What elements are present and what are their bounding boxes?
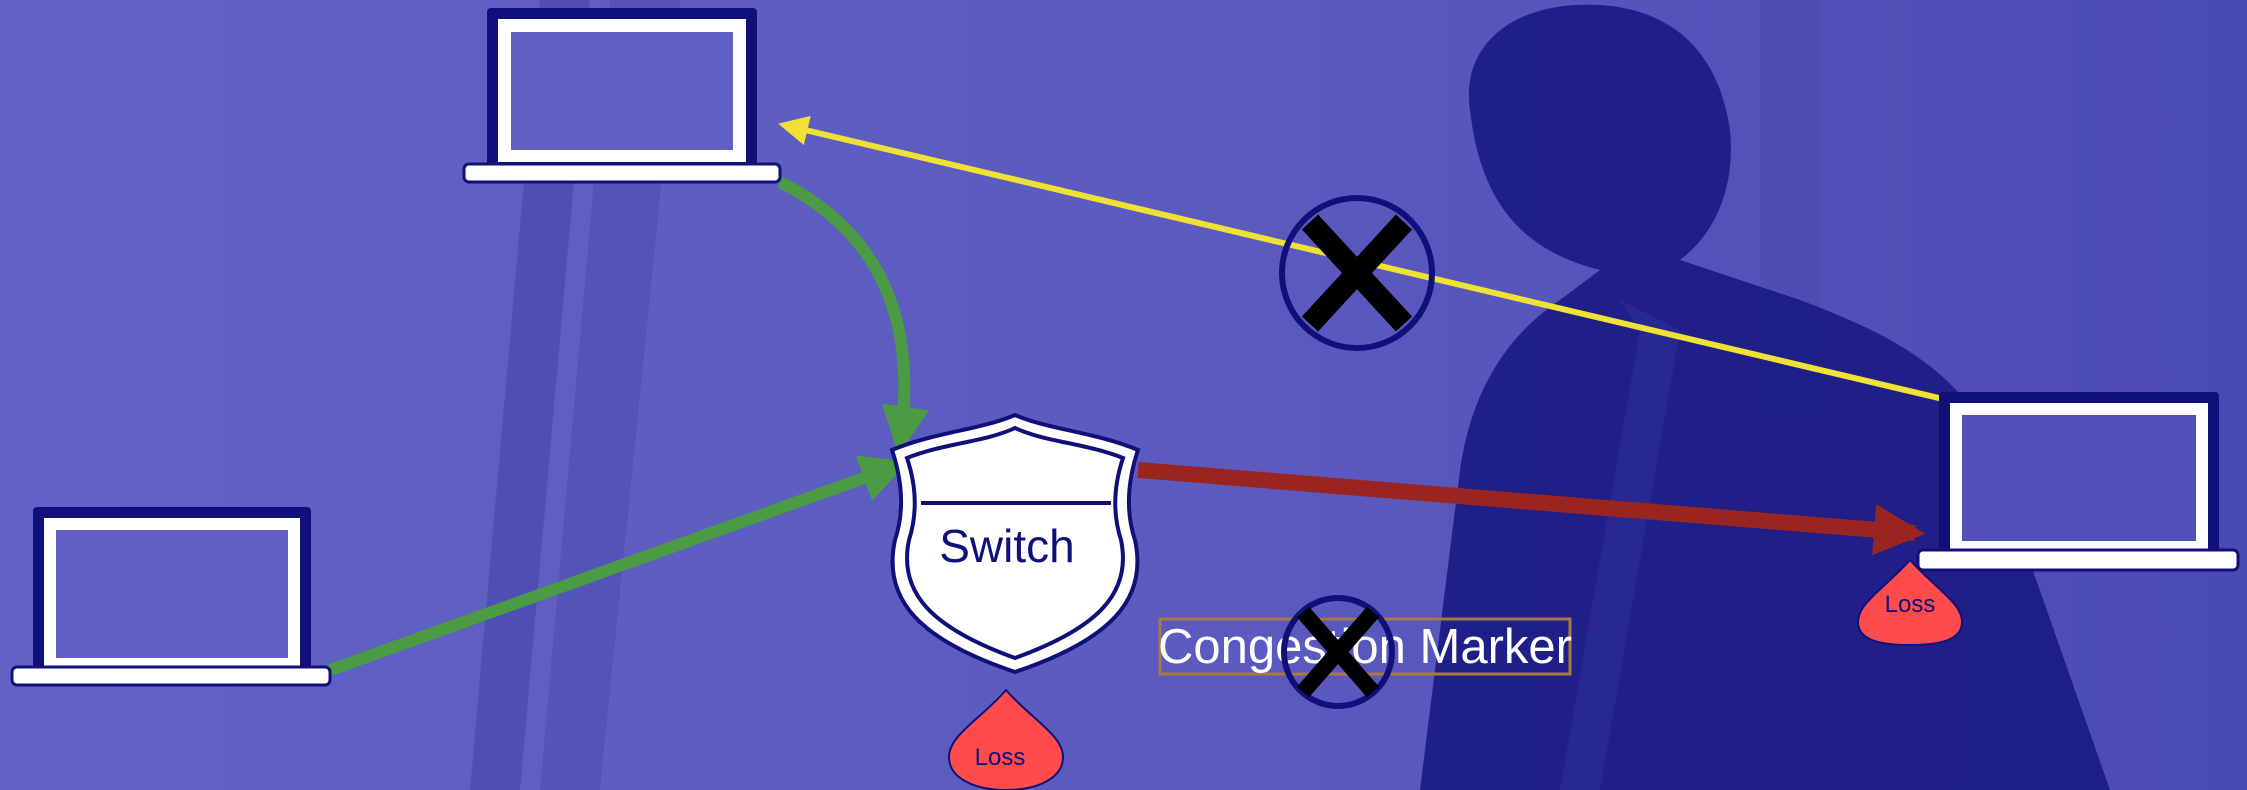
loss-label: Loss xyxy=(1885,591,1936,618)
laptop-icon xyxy=(1918,392,2238,570)
switch-label: Switch xyxy=(939,520,1074,572)
laptop-icon xyxy=(12,507,330,685)
laptop-icon xyxy=(464,8,780,182)
loss-label: Loss xyxy=(975,744,1026,771)
